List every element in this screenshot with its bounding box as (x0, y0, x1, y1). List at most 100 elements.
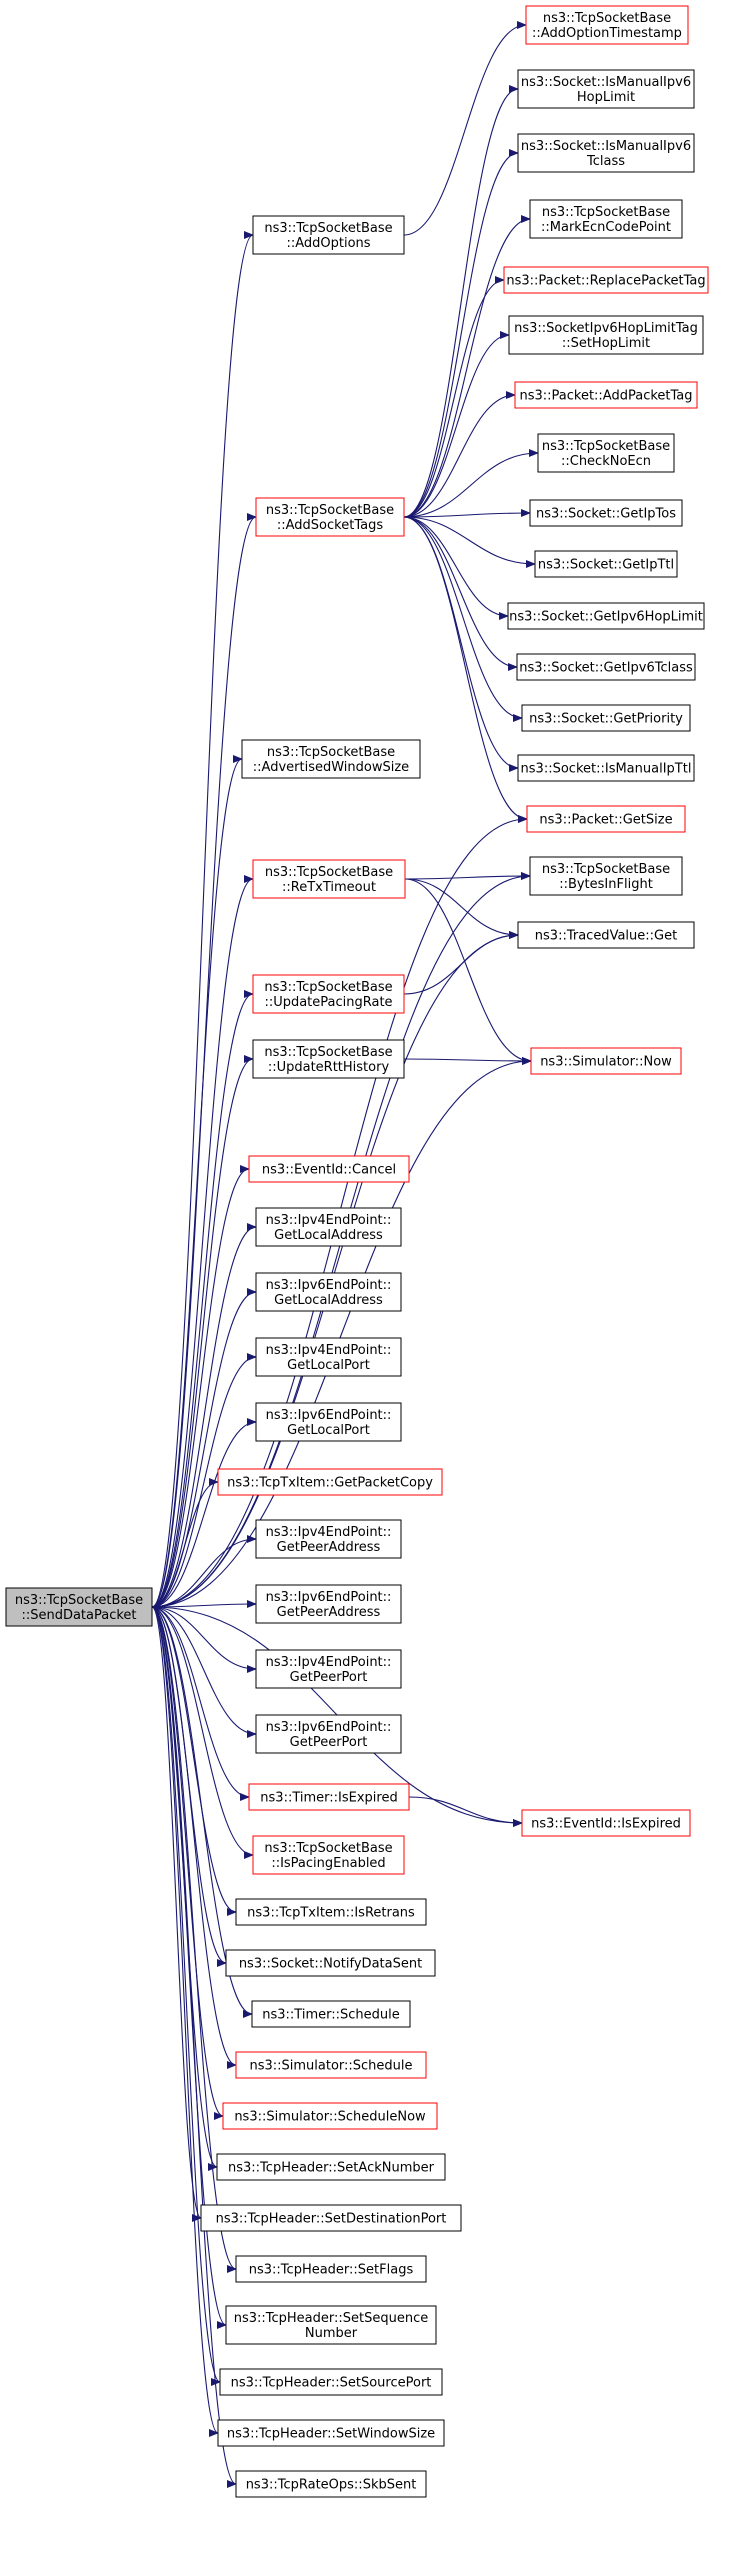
node-label-line: ns3::SocketIpv6HopLimitTag (514, 321, 698, 336)
node-box (529, 199, 683, 239)
node-set-ack-number[interactable]: ns3::TcpHeader::SetAckNumber (216, 2153, 446, 2181)
node-is-retrans[interactable]: ns3::TcpTxItem::IsRetrans (235, 1898, 427, 1926)
node-label-line: ns3::TcpHeader::SetFlags (249, 2263, 414, 2278)
node-skb-sent[interactable]: ns3::TcpRateOps::SkbSent (235, 2470, 427, 2498)
node-timer-schedule[interactable]: ns3::Timer::Schedule (251, 2000, 411, 2028)
node-re-tx-timeout[interactable]: ns3::TcpSocketBase::ReTxTimeout (252, 859, 406, 899)
node-label-line: ::ReTxTimeout (282, 880, 376, 895)
node-ipv4-get-peer-port[interactable]: ns3::Ipv4EndPoint::GetPeerPort (255, 1649, 402, 1689)
node-label-line: ::AddOptions (286, 236, 370, 251)
edge-send-data-packet-to-set-destination-port (151, 1606, 202, 2222)
node-label-line: ns3::Socket::IsManualIpv6 (521, 75, 691, 90)
node-event-id-cancel[interactable]: ns3::EventId::Cancel (248, 1155, 410, 1183)
node-label-line: ns3::TcpSocketBase (15, 1593, 143, 1608)
node-box (255, 1584, 402, 1624)
node-ipv6-get-local-port[interactable]: ns3::Ipv6EndPoint::GetLocalPort (255, 1402, 402, 1442)
edge-add-socket-tags-to-get-ipv6-hop-limit (403, 516, 509, 620)
node-set-hop-limit[interactable]: ns3::SocketIpv6HopLimitTag::SetHopLimit (508, 315, 704, 355)
node-ipv4-get-local-address[interactable]: ns3::Ipv4EndPoint::GetLocalAddress (255, 1207, 402, 1247)
node-label-line: ns3::TcpSocketBase (265, 865, 393, 880)
node-label-line: ns3::TcpHeader::SetWindowSize (227, 2427, 435, 2442)
node-label-line: ns3::TcpHeader::SetSourcePort (231, 2376, 432, 2391)
node-box (529, 856, 683, 896)
node-mark-ecn-code-point[interactable]: ns3::TcpSocketBase::MarkEcnCodePoint (529, 199, 683, 239)
node-label-line: ns3::TcpSocketBase (542, 862, 670, 877)
node-traced-value-get[interactable]: ns3::TracedValue::Get (517, 921, 695, 949)
node-ipv6-get-local-address[interactable]: ns3::Ipv6EndPoint::GetLocalAddress (255, 1272, 402, 1312)
edge-send-data-packet-to-advertised-window-size (151, 755, 243, 1608)
node-get-packet-copy[interactable]: ns3::TcpTxItem::GetPacketCopy (217, 1468, 443, 1496)
node-set-source-port[interactable]: ns3::TcpHeader::SetSourcePort (219, 2368, 443, 2396)
node-box (255, 1337, 402, 1377)
node-ipv6-get-peer-address[interactable]: ns3::Ipv6EndPoint::GetPeerAddress (255, 1584, 402, 1624)
node-box (517, 921, 695, 949)
node-notify-data-sent[interactable]: ns3::Socket::NotifyDataSent (225, 1949, 436, 1977)
node-add-socket-tags[interactable]: ns3::TcpSocketBase::AddSocketTags (255, 497, 405, 537)
node-add-packet-tag[interactable]: ns3::Packet::AddPacketTag (514, 381, 698, 409)
node-label-line: ns3::TcpSocketBase (543, 11, 671, 26)
node-set-destination-port[interactable]: ns3::TcpHeader::SetDestinationPort (200, 2204, 462, 2232)
node-set-window-size[interactable]: ns3::TcpHeader::SetWindowSize (217, 2419, 445, 2447)
node-label-line: ns3::Simulator::ScheduleNow (234, 2110, 426, 2125)
node-is-manual-ip-ttl[interactable]: ns3::Socket::IsManualIpTtl (517, 754, 695, 782)
node-get-priority[interactable]: ns3::Socket::GetPriority (521, 704, 691, 732)
edge-send-data-packet-to-update-rtt-history (151, 1055, 254, 1608)
node-schedule-now[interactable]: ns3::Simulator::ScheduleNow (222, 2102, 438, 2130)
edge-send-data-packet-to-ipv4-get-local-address (151, 1223, 257, 1608)
node-packet-get-size[interactable]: ns3::Packet::GetSize (526, 805, 686, 833)
node-box (517, 133, 695, 173)
node-update-rtt-history[interactable]: ns3::TcpSocketBase::UpdateRttHistory (252, 1039, 405, 1079)
node-event-id-is-expired[interactable]: ns3::EventId::IsExpired (521, 1809, 691, 1837)
node-get-ip-ttl[interactable]: ns3::Socket::GetIpTtl (534, 550, 678, 578)
edge-send-data-packet-to-ipv4-get-local-port (151, 1353, 257, 1608)
node-box (5, 1587, 153, 1627)
node-update-pacing-rate[interactable]: ns3::TcpSocketBase::UpdatePacingRate (252, 974, 405, 1014)
node-box (222, 2102, 438, 2130)
edge-update-pacing-rate-to-traced-value-get (403, 931, 519, 995)
node-simulator-schedule[interactable]: ns3::Simulator::Schedule (235, 2051, 427, 2079)
edge-send-data-packet-to-timer-schedule (151, 1606, 253, 2018)
edge-add-socket-tags-to-get-ip-ttl (403, 516, 536, 568)
node-replace-packet-tag[interactable]: ns3::Packet::ReplacePacketTag (503, 266, 709, 294)
node-label-line: ::MarkEcnCodePoint (541, 220, 671, 235)
node-label-line: GetPeerPort (290, 1735, 368, 1750)
node-get-ipv6-tclass[interactable]: ns3::Socket::GetIpv6Tclass (516, 653, 696, 681)
edge-send-data-packet-to-is-retrans (151, 1606, 237, 1916)
edge-re-tx-timeout-to-simulator-now (404, 878, 532, 1065)
node-is-pacing-enabled[interactable]: ns3::TcpSocketBase::IsPacingEnabled (252, 1835, 405, 1875)
node-check-no-ecn[interactable]: ns3::TcpSocketBase::CheckNoEcn (537, 433, 675, 473)
edge-send-data-packet-to-re-tx-timeout (151, 875, 254, 1608)
node-box (255, 1714, 402, 1754)
node-label-line: ns3::EventId::Cancel (262, 1163, 396, 1178)
node-ipv6-get-peer-port[interactable]: ns3::Ipv6EndPoint::GetPeerPort (255, 1714, 402, 1754)
node-label-line: ::UpdatePacingRate (264, 995, 392, 1010)
node-box (235, 2255, 427, 2283)
node-advertised-window-size[interactable]: ns3::TcpSocketBase::AdvertisedWindowSize (241, 739, 421, 779)
node-ipv4-get-peer-address[interactable]: ns3::Ipv4EndPoint::GetPeerAddress (255, 1519, 402, 1559)
node-label-line: ns3::TcpSocketBase (264, 221, 392, 236)
edge-add-socket-tags-to-set-hop-limit (403, 331, 510, 518)
node-get-ip-tos[interactable]: ns3::Socket::GetIpTos (529, 499, 683, 527)
node-add-options[interactable]: ns3::TcpSocketBase::AddOptions (252, 215, 405, 255)
node-label-line: ::AddSocketTags (277, 518, 383, 533)
node-label-line: ns3::Ipv4EndPoint:: (266, 1525, 392, 1540)
node-get-ipv6-hop-limit[interactable]: ns3::Socket::GetIpv6HopLimit (507, 602, 705, 630)
node-box (529, 499, 683, 527)
node-simulator-now[interactable]: ns3::Simulator::Now (530, 1047, 682, 1075)
node-box (514, 381, 698, 409)
node-set-flags[interactable]: ns3::TcpHeader::SetFlags (235, 2255, 427, 2283)
edge-add-socket-tags-to-is-manual-ipv6-tclass (403, 149, 519, 518)
node-timer-is-expired[interactable]: ns3::Timer::IsExpired (248, 1783, 410, 1811)
edge-send-data-packet-to-get-packet-copy (151, 1478, 219, 1608)
node-add-option-timestamp[interactable]: ns3::TcpSocketBase::AddOptionTimestamp (525, 5, 689, 45)
node-label-line: ns3::TcpHeader::SetAckNumber (228, 2161, 435, 2176)
edge-send-data-packet-to-set-window-size (151, 1606, 219, 2437)
node-label-line: HopLimit (577, 90, 635, 105)
node-bytes-in-flight[interactable]: ns3::TcpSocketBase::BytesInFlight (529, 856, 683, 896)
node-ipv4-get-local-port[interactable]: ns3::Ipv4EndPoint::GetLocalPort (255, 1337, 402, 1377)
node-label-line: ns3::TracedValue::Get (535, 929, 677, 944)
